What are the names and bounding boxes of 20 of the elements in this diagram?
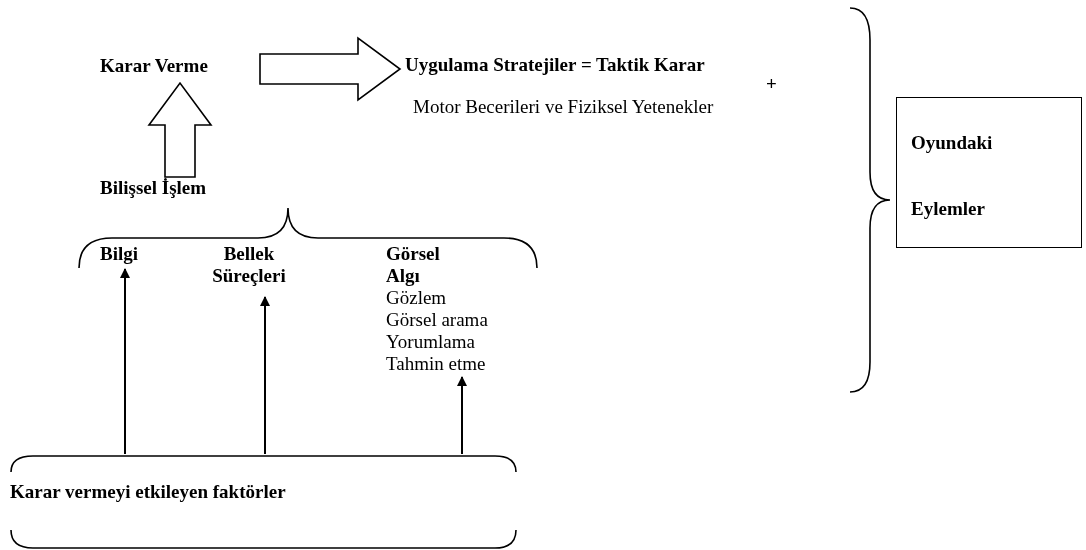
body-text: Gözlem <box>386 287 448 309</box>
block-arrow <box>259 36 402 102</box>
heading-text: Görsel Algı <box>386 243 441 287</box>
arrow <box>457 376 467 455</box>
heading-text: Karar Verme <box>100 55 260 83</box>
heading-text: + <box>765 76 778 92</box>
body-text: Görsel arama <box>386 309 489 331</box>
heading-text: Uygulama Stratejiler = Taktik Karar <box>404 54 706 76</box>
heading-text: Bilgi <box>100 243 158 269</box>
arrow <box>120 268 130 455</box>
arrow <box>260 296 270 455</box>
heading-text: Bellek Süreçleri <box>211 243 287 287</box>
heading-text: Oyundaki Eylemler <box>910 131 994 221</box>
block-arrow <box>147 81 213 178</box>
heading-text: Karar vermeyi etkileyen faktörler <box>10 481 286 503</box>
label-box <box>896 97 1082 248</box>
body-text: Motor Becerileri ve Fiziksel Yetenekler <box>412 96 715 118</box>
body-text: Tahmin etme <box>386 353 487 375</box>
heading-text: Bilişsel İşlem <box>100 177 270 205</box>
body-text: Yorumlama <box>386 331 476 353</box>
